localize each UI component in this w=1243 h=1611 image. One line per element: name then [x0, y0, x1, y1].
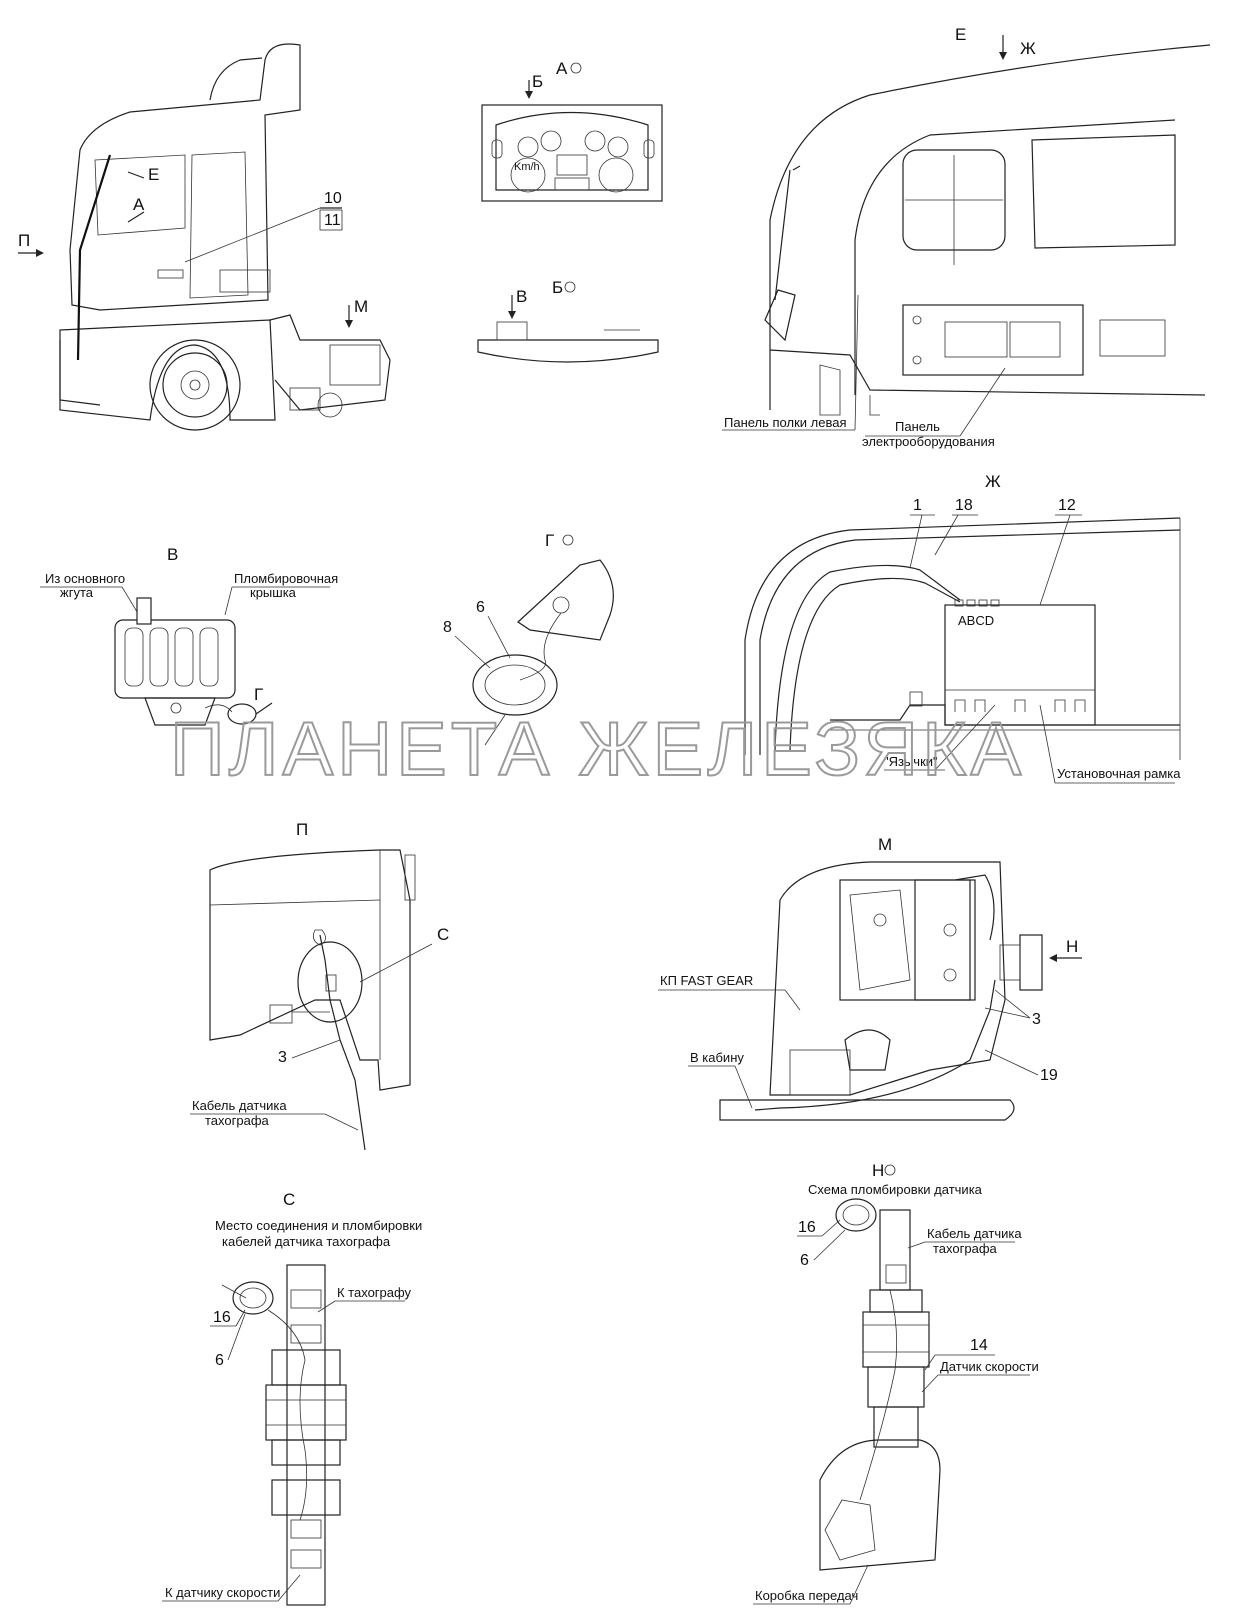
sealing-cover-label-1: Пломбировочная: [234, 571, 338, 586]
left-shelf-panel-label: Панель полки левая: [724, 415, 847, 430]
tacho-cable-label-1: Кабель датчика: [192, 1098, 287, 1113]
view-a-label-b: Б: [532, 72, 543, 91]
connector-callout-16: 16: [213, 1309, 231, 1326]
gearbox-callout-3: 3: [1032, 1011, 1041, 1028]
tacho-connectors-abcd: ABCD: [958, 613, 994, 628]
view-a-instrument-cluster: А Б Km/h: [481, 59, 663, 202]
view-c-title: С: [283, 1190, 295, 1209]
view-e-cabin-interior: Е Ж Панель полки левая Панель электрообо…: [722, 25, 1211, 449]
view-v-sealing-cover: В Из основного жгута Пломбировочная крыш…: [40, 545, 338, 726]
truck-cab-view: Е А П М 10 11: [18, 43, 391, 431]
gearbox-label: Коробка передач: [755, 1588, 858, 1603]
view-b: Б В: [477, 278, 659, 363]
view-a-title: А: [556, 59, 568, 78]
sensor-cable-label-2: тахографа: [933, 1241, 998, 1256]
view-b-title: Б: [552, 278, 563, 297]
seal-callout-8: 8: [443, 619, 452, 636]
tacho-callout-1: 1: [913, 497, 922, 514]
view-m-gearbox: М КП FAST GEAR В кабину 3 19 Н: [658, 835, 1082, 1121]
view-p-callout-3: 3: [278, 1049, 287, 1066]
to-tachograph-label: К тахографу: [337, 1285, 412, 1300]
to-speed-sensor-label: К датчику скорости: [165, 1585, 280, 1600]
gearbox-callout-19: 19: [1040, 1067, 1058, 1084]
harness-label-2: жгута: [60, 585, 94, 600]
view-v-title: В: [167, 545, 178, 564]
cab-label-a: А: [133, 195, 145, 214]
view-h-sensor-sealing: Н Схема пломбировки датчика 16 6 Кабель …: [753, 1161, 1039, 1605]
view-p: П С 3 Кабель датчика тахографа: [190, 820, 449, 1151]
connector-callout-6: 6: [215, 1352, 224, 1369]
view-m-label-h: Н: [1066, 937, 1078, 956]
view-v-label-g: Г: [254, 685, 263, 704]
speed-sensor-label: Датчик скорости: [940, 1359, 1039, 1374]
watermark: ПЛАНЕТА ЖЕЛЕЗЯКА: [170, 707, 1025, 792]
view-h-subtitle: Схема пломбировки датчика: [808, 1182, 983, 1197]
callout-10: 10: [324, 190, 342, 207]
cab-label-p: П: [18, 231, 30, 250]
view-e-title: Е: [955, 25, 966, 44]
callout-11: 11: [324, 212, 341, 229]
view-e-label-zh: Ж: [1020, 39, 1036, 58]
tabs-label: "Язычки": [884, 754, 938, 769]
tacho-callout-18: 18: [955, 497, 973, 514]
sensor-callout-14: 14: [970, 1337, 988, 1354]
elec-panel-label-2: электрооборудования: [862, 434, 995, 449]
sensor-callout-6: 6: [800, 1252, 809, 1269]
view-h-title: Н: [872, 1161, 884, 1180]
kmh-label: Km/h: [514, 161, 540, 173]
view-m-title: М: [878, 835, 892, 854]
tacho-cable-label-2: тахографа: [205, 1113, 270, 1128]
view-c-subtitle-1: Место соединения и пломбировки: [215, 1218, 422, 1233]
mounting-frame-label: Установочная рамка: [1057, 766, 1181, 781]
view-c-subtitle-2: кабелей датчика тахографа: [222, 1234, 391, 1249]
sensor-callout-16: 16: [798, 1219, 816, 1236]
view-g-title: Г: [545, 531, 554, 550]
view-zh-tachograph: Ж ABCD 1 18 12 "Язычки" Установочная рам…: [744, 472, 1181, 784]
view-g-seal: Г 8 6: [443, 531, 614, 746]
seal-callout-6: 6: [476, 599, 485, 616]
elec-panel-label-1: Панель: [895, 419, 940, 434]
gearbox-fastgear-label: КП FAST GEAR: [660, 973, 753, 988]
view-p-title: П: [296, 820, 308, 839]
cab-label-e: Е: [148, 165, 159, 184]
sealing-cover-label-2: крышка: [250, 585, 297, 600]
tacho-callout-12: 12: [1058, 497, 1076, 514]
view-b-label-v: В: [516, 287, 527, 306]
sensor-cable-label-1: Кабель датчика: [927, 1226, 1022, 1241]
view-c-connector-detail: С Место соединения и пломбировки кабелей…: [162, 1190, 422, 1606]
harness-label-1: Из основного: [45, 571, 125, 586]
view-zh-title: Ж: [985, 472, 1001, 491]
view-p-label-c: С: [437, 925, 449, 944]
cab-label-m: М: [354, 297, 368, 316]
to-cab-label: В кабину: [690, 1050, 744, 1065]
